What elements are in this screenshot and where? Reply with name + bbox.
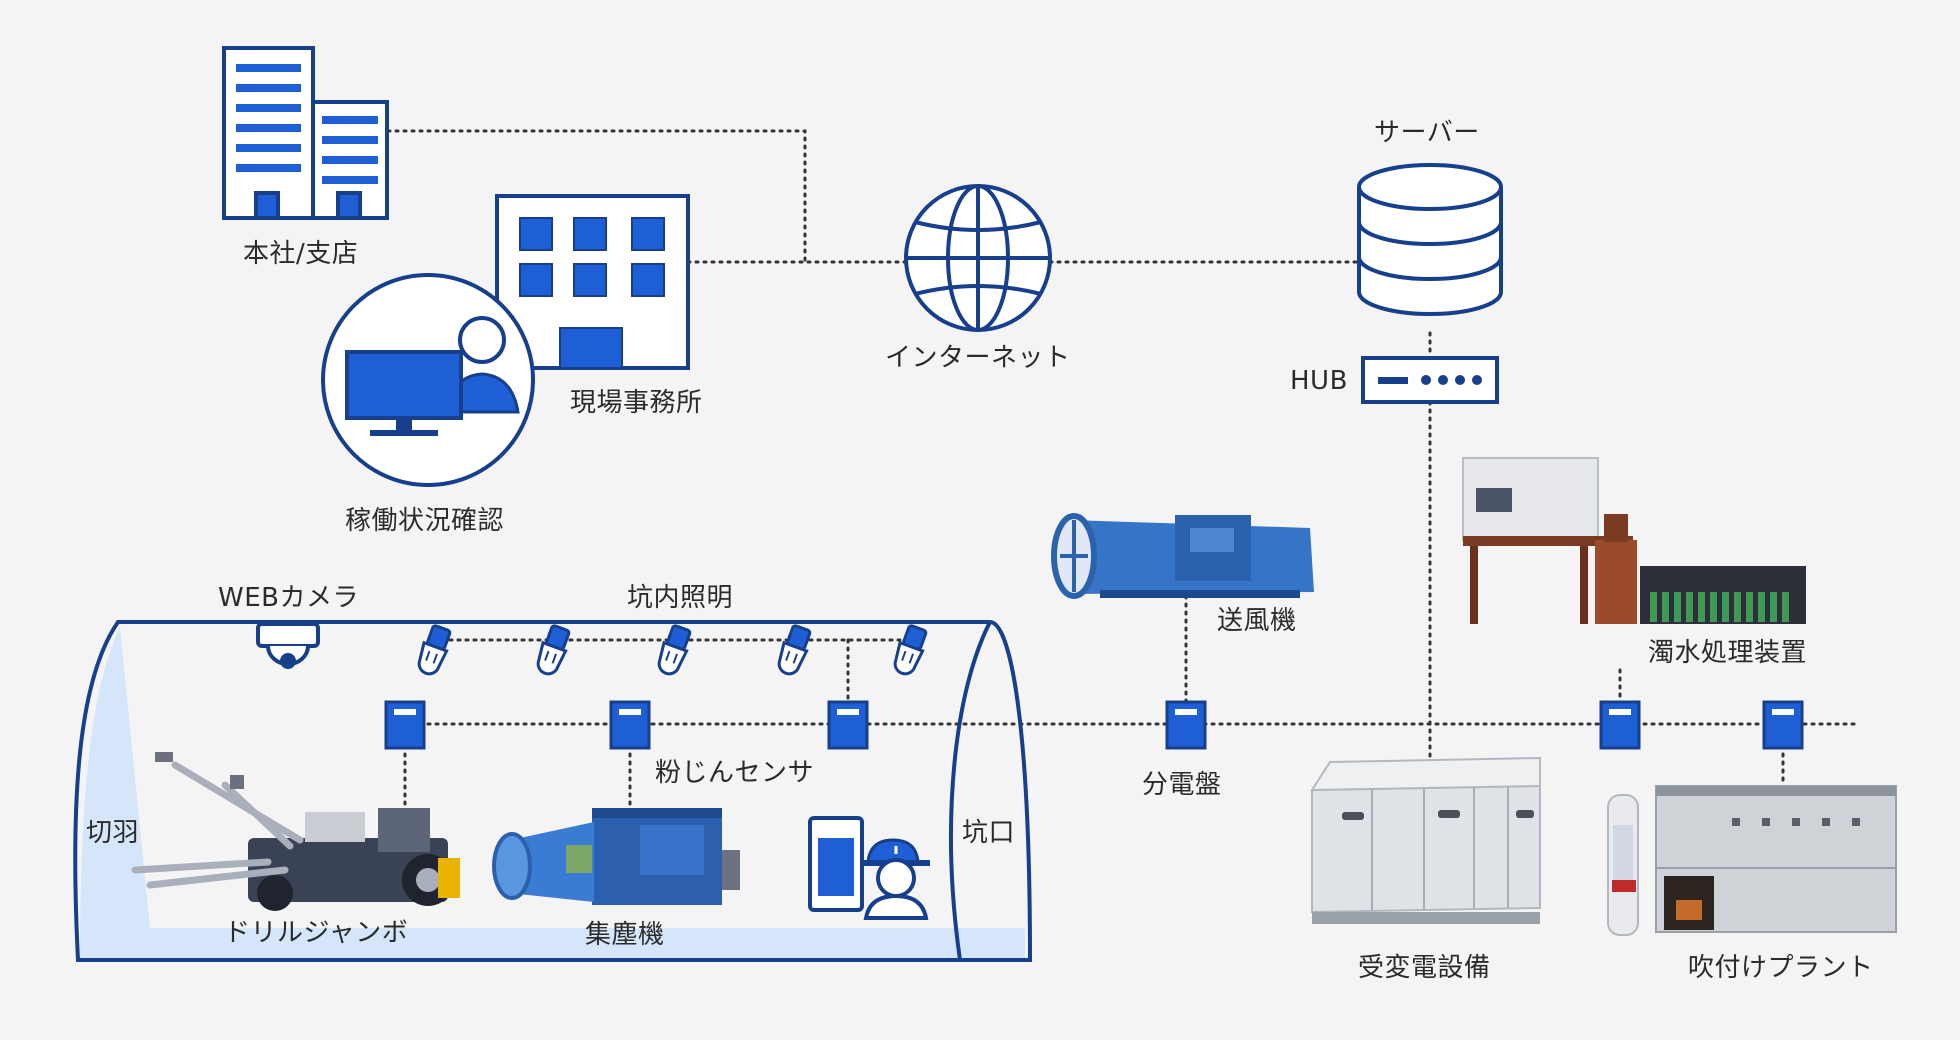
label-distribution-board: 分電盤 (1142, 770, 1222, 800)
drill-jumbo-machine (131, 752, 460, 911)
distribution-board-icon (1165, 700, 1207, 750)
globe-icon (904, 184, 1052, 332)
blower-machine (1051, 513, 1314, 599)
worker-tablet-icon (808, 816, 930, 920)
label-hq: 本社/支店 (243, 239, 359, 269)
label-tunnel-lighting: 坑内照明 (627, 583, 734, 613)
spray-plant-equipment (1607, 785, 1897, 936)
label-portal: 坑口 (962, 818, 1016, 848)
operator-monitor-icon (321, 273, 535, 487)
power-receiving-equipment (1310, 756, 1541, 924)
label-dust-sensor: 粉じんセンサ (655, 758, 815, 788)
tunnel-lamps (417, 624, 928, 676)
database-icon (1357, 163, 1503, 316)
lamp-icon (657, 624, 692, 676)
hub-icon (1361, 356, 1499, 404)
lamp-icon (417, 624, 452, 676)
label-spray-plant: 吹付けプラント (1688, 953, 1874, 983)
line-hq-to-junction (386, 129, 807, 264)
distribution-boards (384, 700, 1804, 750)
label-face: 切羽 (86, 818, 140, 848)
label-hub: HUB (1290, 366, 1348, 396)
label-dust-collector: 集塵機 (585, 920, 665, 950)
tunnel-portal-arch (949, 621, 992, 961)
label-web-camera: WEBカメラ (218, 583, 359, 613)
distribution-board-icon (1599, 700, 1641, 750)
label-server: サーバー (1374, 118, 1480, 148)
distribution-board-icon (827, 700, 869, 750)
distribution-board-icon (384, 700, 426, 750)
label-drill-jumbo: ドリルジャンボ (224, 918, 409, 948)
lamp-icon (536, 624, 571, 676)
office-building-icon (495, 194, 690, 370)
label-internet: インターネット (885, 343, 1071, 373)
label-power-receiving: 受変電設備 (1358, 953, 1491, 983)
water-treatment-plant (1462, 457, 1806, 624)
lamp-icon (893, 624, 928, 676)
dust-collector-machine (492, 808, 740, 905)
building-icon (222, 46, 389, 220)
web-camera-icon (256, 622, 320, 669)
label-water-treatment: 濁水処理装置 (1648, 638, 1808, 668)
lamp-icon (777, 624, 812, 676)
tunnel (73, 620, 1033, 962)
label-monitoring: 稼働状況確認 (345, 506, 505, 536)
label-site-office: 現場事務所 (570, 388, 703, 418)
distribution-board-icon (609, 700, 651, 750)
label-blower: 送風機 (1217, 606, 1297, 636)
distribution-board-icon (1762, 700, 1804, 750)
